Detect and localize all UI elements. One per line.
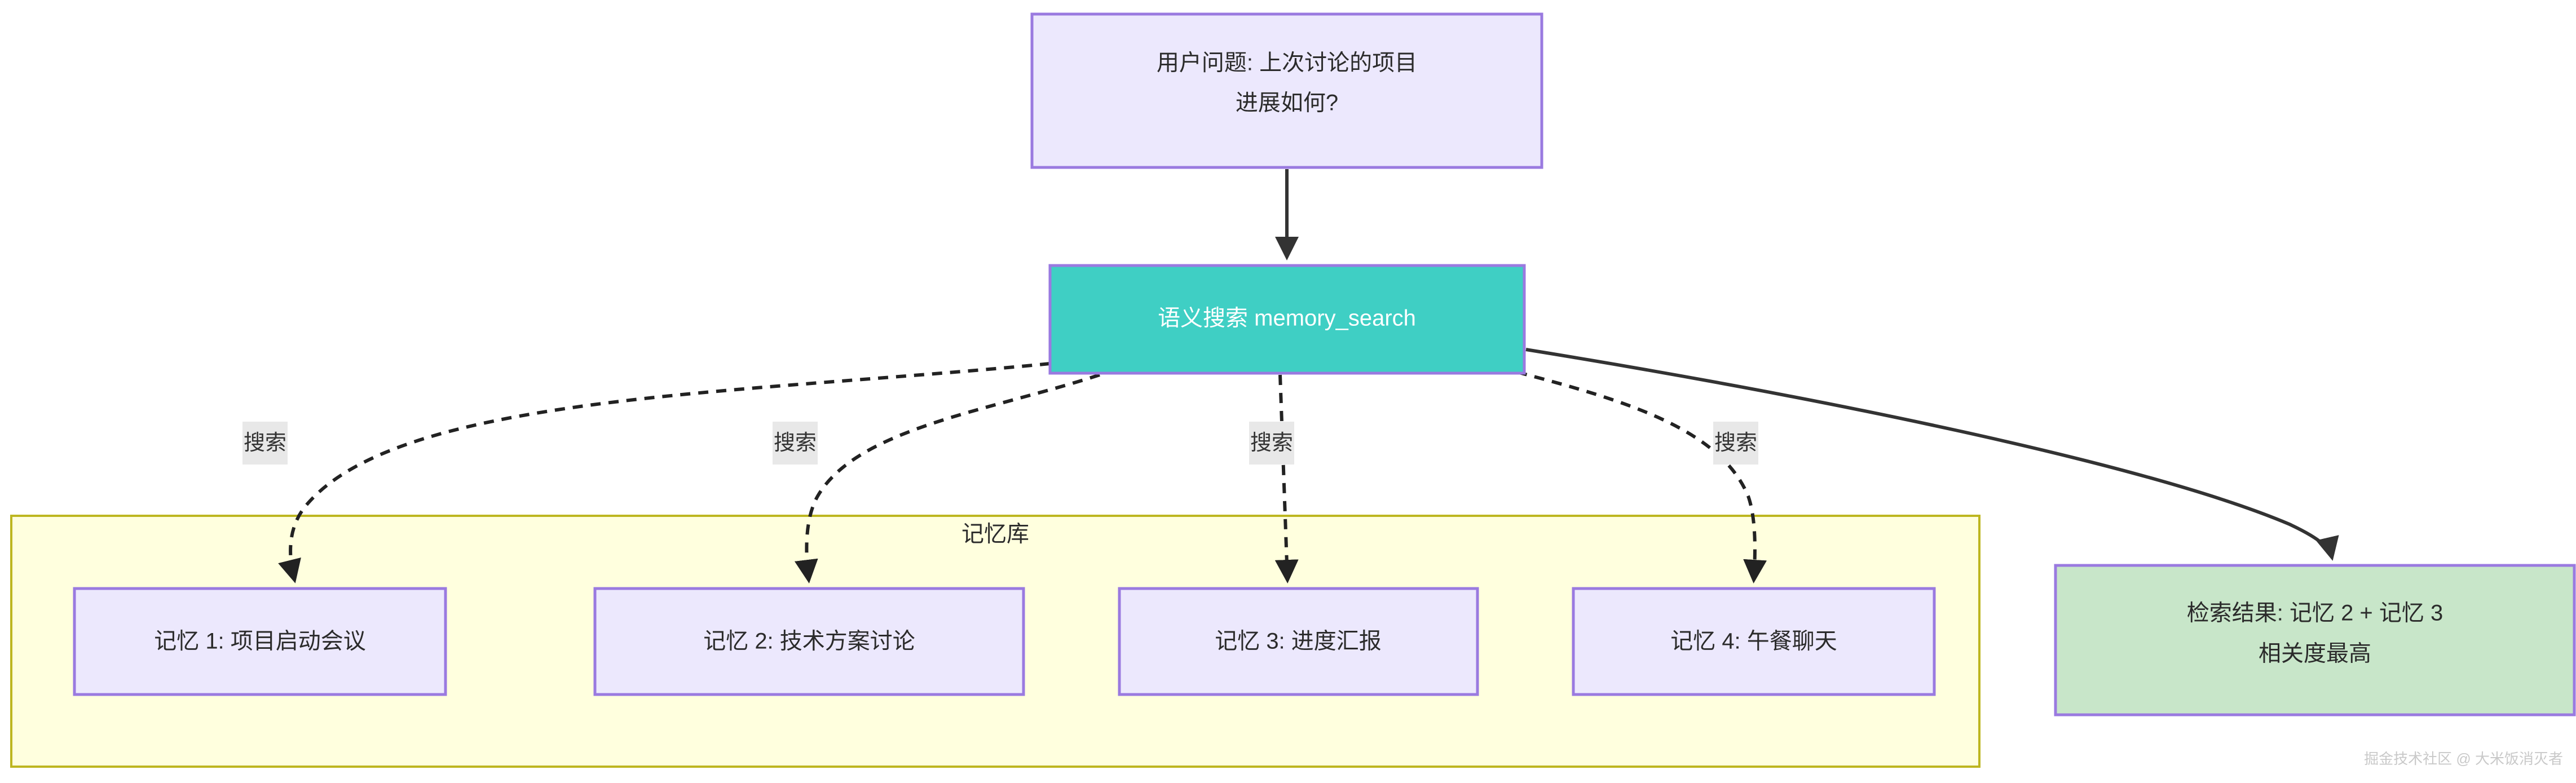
- node-memory-3-rect[interactable]: [1118, 587, 1479, 696]
- edge-search-memory-3: 搜索: [1249, 374, 1299, 583]
- node-memory-1[interactable]: 记忆 1: 项目启动会议: [73, 587, 447, 696]
- edge-search-memory-4-path: [1516, 370, 1767, 583]
- edge-search-result: [1525, 348, 2339, 561]
- edge-search-memory-3-path: [1274, 374, 1299, 583]
- edge-search-memory-2: 搜索: [773, 373, 1100, 583]
- edge-search-memory-4: 搜索: [1516, 370, 1767, 583]
- node-question-line-2: 进展如何?: [1236, 91, 1338, 116]
- node-retrieval-result[interactable]: 检索结果: 记忆 2 + 记忆 3 相关度最高: [2054, 564, 2576, 716]
- edge-search-memory-3-label: 搜索: [1250, 431, 1293, 455]
- node-retrieval-result-line-2: 相关度最高: [2259, 642, 2371, 666]
- edge-search-memory-1-path: [278, 362, 1051, 583]
- node-semantic-search-rect[interactable]: [1048, 264, 1526, 375]
- node-memory-1-label: 记忆 1: 项目启动会议: [154, 629, 366, 654]
- node-memory-1-rect[interactable]: [73, 587, 447, 696]
- node-memory-4-label: 记忆 4: 午餐聊天: [1670, 629, 1837, 654]
- node-memory-3[interactable]: 记忆 3: 进度汇报: [1118, 587, 1479, 696]
- edge-search-memory-2-path: [794, 373, 1100, 583]
- node-memory-2-rect[interactable]: [593, 587, 1025, 696]
- node-retrieval-result-line-1: 检索结果: 记忆 2 + 记忆 3: [2187, 601, 2443, 626]
- node-semantic-search-label: 语义搜索 memory_search: [1158, 306, 1416, 331]
- edge-search-memory-1-label-bg: [242, 422, 288, 465]
- node-memory-3-label: 记忆 3: 进度汇报: [1215, 629, 1382, 654]
- edge-search-memory-1: 搜索: [242, 362, 1051, 583]
- node-memory-2-label: 记忆 2: 技术方案讨论: [703, 629, 915, 654]
- edge-search-memory-4-label-bg: [1713, 422, 1758, 465]
- node-question[interactable]: 用户问题: 上次讨论的项目 进展如何?: [1030, 12, 1543, 169]
- edge-search-result-path: [1525, 348, 2339, 561]
- node-question-rect[interactable]: [1030, 12, 1543, 169]
- edge-search-memory-3-label-bg: [1249, 422, 1294, 465]
- edge-search-memory-4-label: 搜索: [1714, 431, 1757, 455]
- watermark: 掘金技术社区 @ 大米饭消灭者: [2364, 750, 2563, 767]
- cluster-memory-store-title: 记忆库: [961, 522, 1029, 547]
- edge-search-memory-1-label: 搜索: [244, 431, 286, 455]
- node-memory-2[interactable]: 记忆 2: 技术方案讨论: [593, 587, 1025, 696]
- node-memory-4-rect[interactable]: [1572, 587, 1936, 696]
- edge-search-memory-2-label: 搜索: [774, 431, 817, 455]
- node-semantic-search[interactable]: 语义搜索 memory_search: [1048, 264, 1526, 375]
- node-question-line-1: 用户问题: 上次讨论的项目: [1157, 51, 1417, 76]
- node-retrieval-result-rect[interactable]: [2054, 564, 2576, 716]
- node-memory-4[interactable]: 记忆 4: 午餐聊天: [1572, 587, 1936, 696]
- edge-search-memory-2-label-bg: [773, 422, 818, 465]
